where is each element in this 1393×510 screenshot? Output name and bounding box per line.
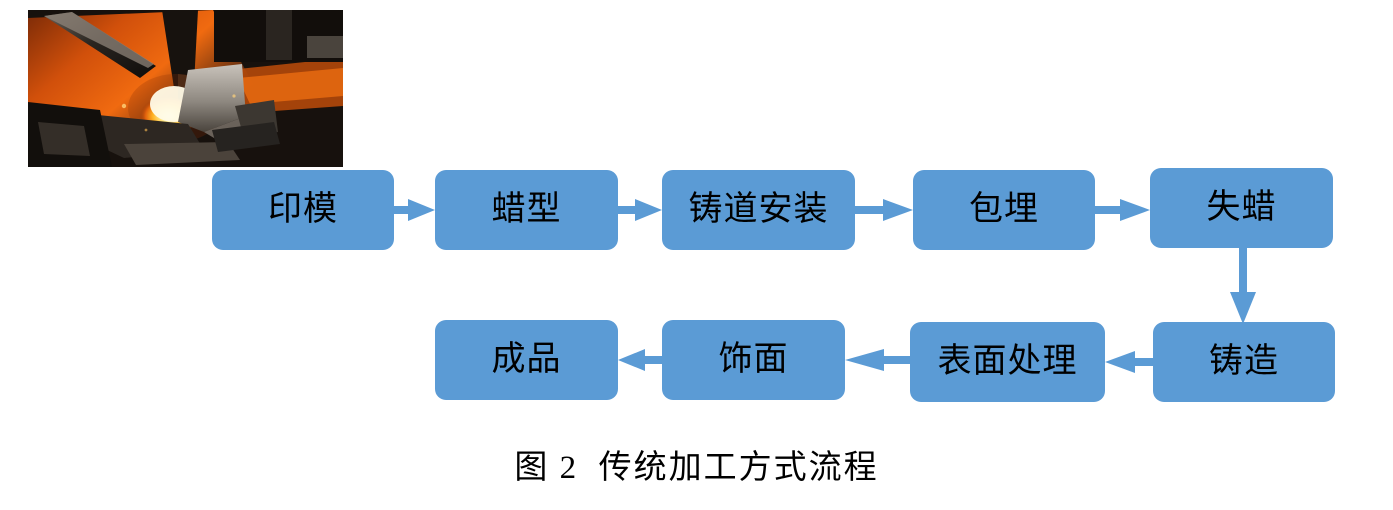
flow-node-shimian[interactable]: 饰面 — [662, 320, 845, 400]
flow-node-label: 成品 — [491, 341, 562, 378]
arrow-left-icon — [1105, 351, 1153, 373]
arrow-right-icon — [394, 199, 435, 221]
flow-node-label: 印模 — [268, 191, 338, 228]
arrow-shila-to-zhuzao — [1228, 248, 1258, 324]
arrow-left-icon — [845, 349, 910, 371]
flow-node-yinmo[interactable]: 印模 — [212, 170, 394, 250]
arrow-right-icon — [1095, 199, 1150, 221]
casting-photo-image — [28, 10, 343, 167]
flow-node-label: 铸造 — [1209, 343, 1279, 380]
flow-node-label: 饰面 — [718, 341, 789, 378]
figure-caption: 图 2 传统加工方式流程 — [514, 450, 879, 486]
arrow-zhudao-to-baomai — [855, 199, 913, 221]
arrow-zhuzao-to-biaomian — [1105, 351, 1153, 373]
arrow-right-icon — [855, 199, 913, 221]
arrow-left-icon — [618, 349, 662, 371]
arrow-baomai-to-shila — [1095, 199, 1150, 221]
arrow-right-icon — [618, 199, 662, 221]
flow-node-zhudao[interactable]: 铸道安装 — [662, 170, 855, 250]
arrow-yinmo-to-lanxing — [394, 199, 435, 221]
arrow-shimian-to-chengpin — [618, 349, 662, 371]
flow-node-lanxing[interactable]: 蜡型 — [435, 170, 618, 250]
arrow-biaomian-to-shimian — [845, 349, 910, 371]
flow-node-shila[interactable]: 失蜡 — [1150, 168, 1333, 248]
flow-node-label: 失蜡 — [1206, 189, 1277, 226]
flow-node-baomai[interactable]: 包埋 — [913, 170, 1095, 250]
flow-node-chengpin[interactable]: 成品 — [435, 320, 618, 400]
arrow-lanxing-to-zhudao — [618, 199, 662, 221]
flow-node-label: 表面处理 — [937, 343, 1078, 380]
flow-node-zhuzao[interactable]: 铸造 — [1153, 322, 1335, 402]
flow-node-label: 包埋 — [969, 191, 1039, 228]
casting-photo — [28, 10, 343, 167]
arrow-down-icon — [1230, 248, 1256, 324]
flow-node-label: 蜡型 — [491, 191, 562, 228]
flow-node-label: 铸道安装 — [688, 191, 829, 228]
flow-node-biaomian[interactable]: 表面处理 — [910, 322, 1105, 402]
